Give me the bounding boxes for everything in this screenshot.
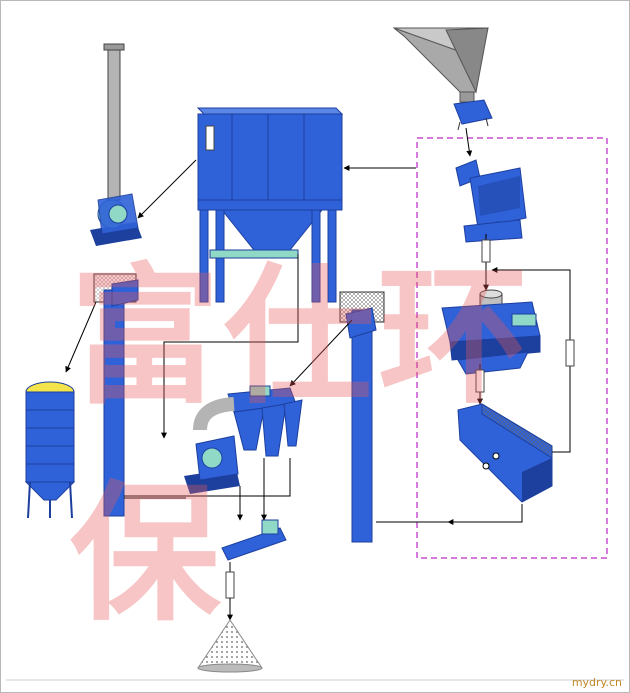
cyclone-separator-icon bbox=[193, 385, 303, 457]
screw-conveyor-icon bbox=[221, 519, 287, 621]
bag-dust-collector-icon bbox=[196, 107, 344, 303]
bucket-elevator-icon bbox=[93, 273, 139, 517]
bucket-elevator-icon bbox=[339, 291, 385, 543]
storage-silo-icon bbox=[24, 381, 76, 519]
crusher-icon bbox=[455, 159, 527, 243]
sand-maker-icon bbox=[441, 289, 541, 375]
main-flow-lines bbox=[65, 159, 416, 521]
feed-hopper-icon bbox=[392, 27, 489, 103]
product-pile-icon bbox=[197, 619, 263, 673]
vibrating-feeder-icon bbox=[453, 99, 493, 131]
blower-fan-icon bbox=[90, 193, 142, 246]
sand-making-section-box bbox=[416, 137, 608, 559]
vibrating-screen-icon bbox=[457, 403, 553, 503]
chimney-icon bbox=[103, 43, 125, 201]
section-flow-lines bbox=[376, 127, 575, 525]
site-label: mydry.cn bbox=[571, 676, 622, 689]
blower-fan-icon bbox=[184, 435, 240, 494]
